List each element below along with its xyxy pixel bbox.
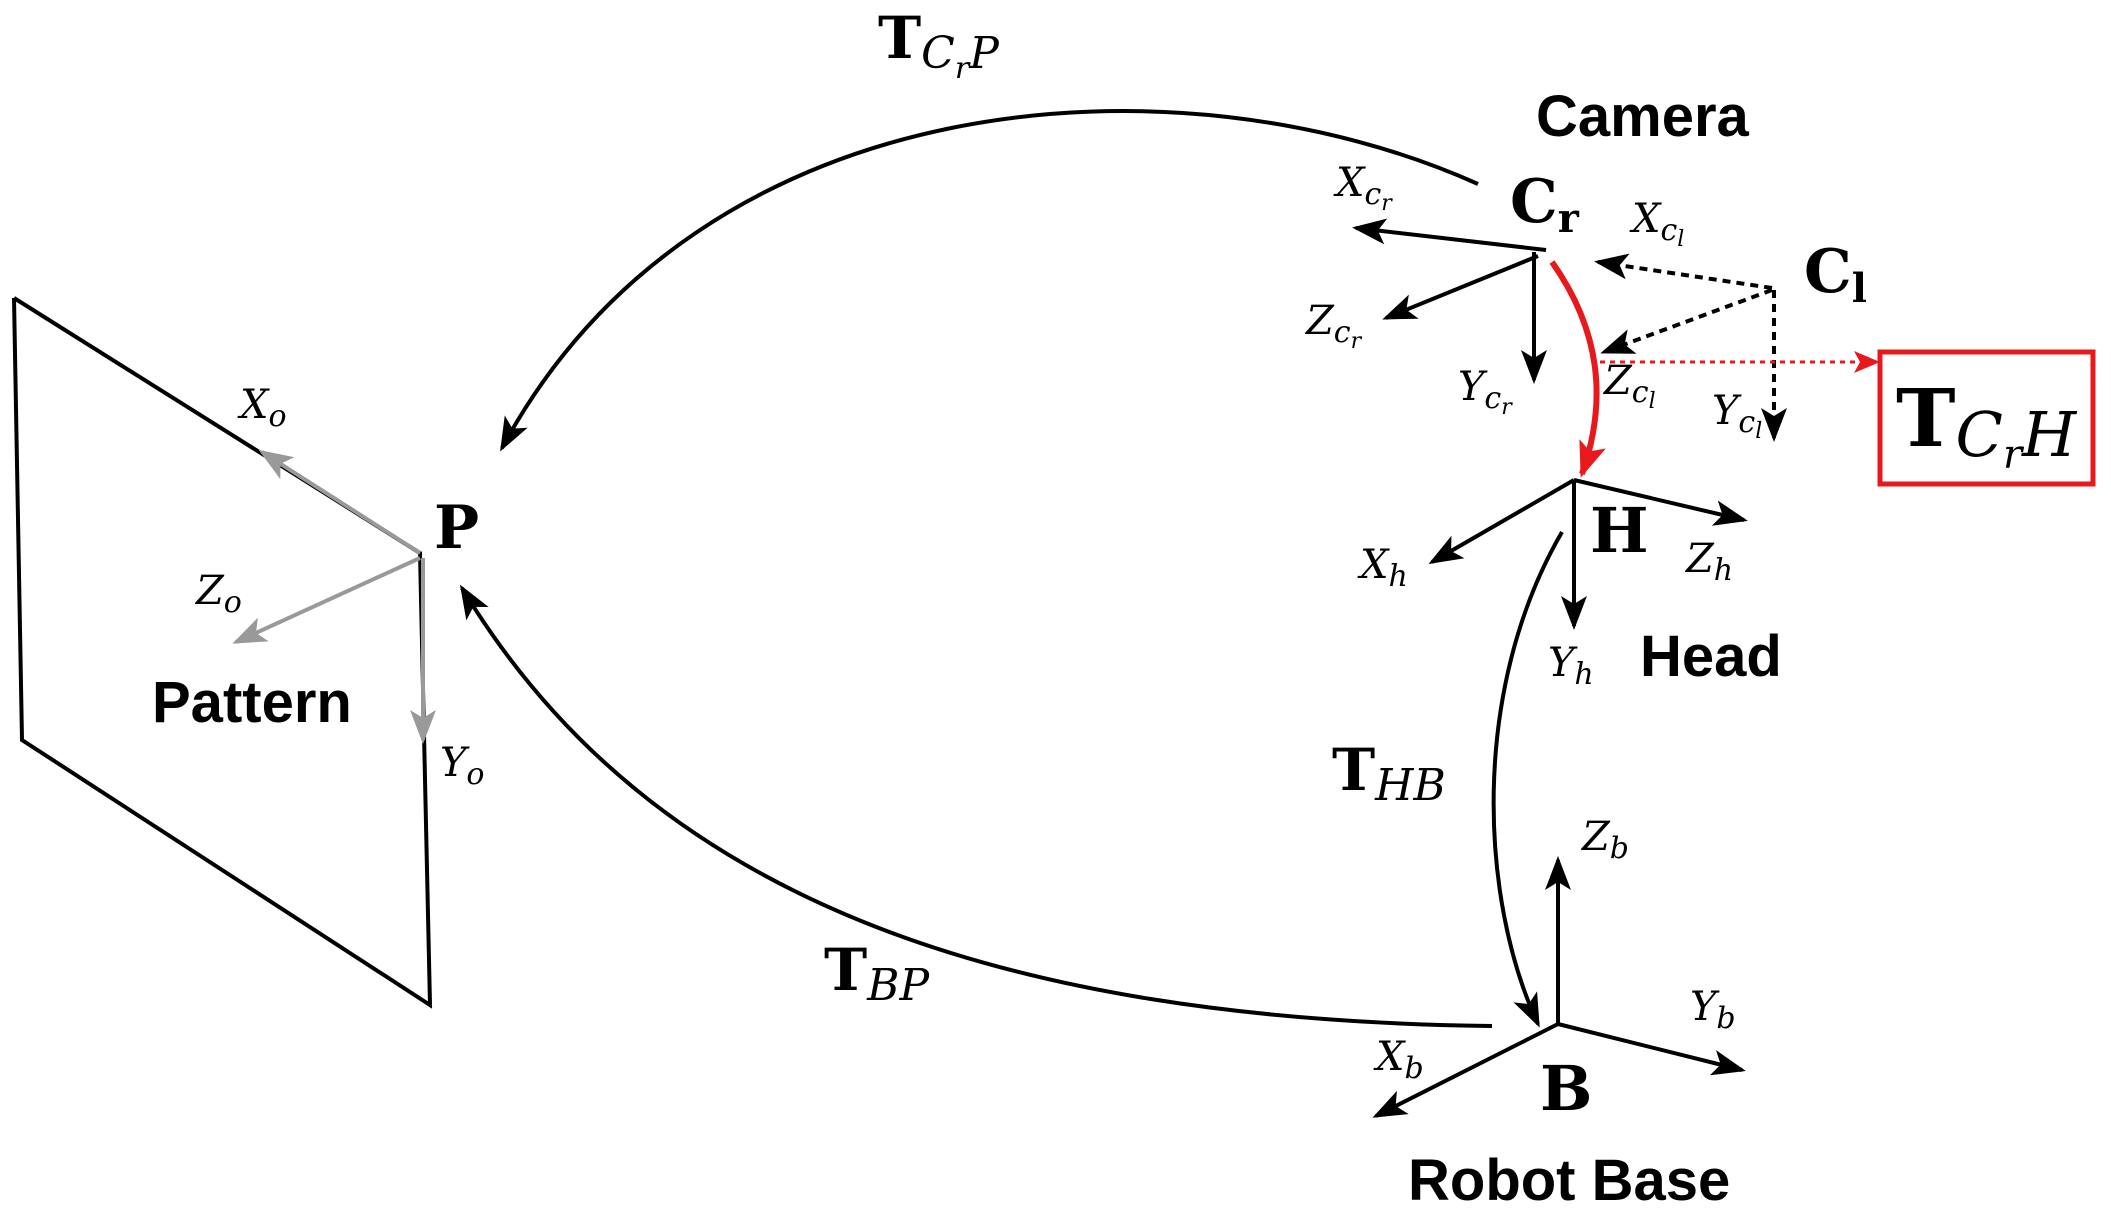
transform-camera-pattern-label: TCrP	[878, 4, 1000, 86]
transform-camera-head-label: TCrH	[1896, 371, 2078, 478]
camera-left-y-label: Ycl	[1712, 388, 1762, 444]
base-origin-label: B	[1540, 1052, 1592, 1125]
head-z-label: Zh	[1684, 536, 1733, 588]
pattern-z-label: Zo	[194, 568, 242, 620]
head-origin-label: H	[1590, 494, 1649, 567]
head-name-label: Head	[1640, 624, 1782, 689]
highlight-box	[1877, 349, 2096, 487]
camera-left-frame-axes	[1594, 253, 1787, 442]
camera-right-x-label: Xcr	[1333, 160, 1393, 216]
camera-left-x-axis	[1594, 253, 1773, 290]
base-y-axis	[1557, 1022, 1746, 1076]
base-y-label: Yb	[1690, 984, 1736, 1036]
head-frame-axes	[1428, 478, 1748, 630]
arc-head-to-base	[1491, 530, 1564, 1028]
base-x-axis	[1372, 1022, 1559, 1118]
transform-head-base-label: THB	[1332, 736, 1446, 811]
camera-left-x-label: Xcl	[1629, 196, 1684, 252]
pattern-x-axis	[258, 449, 422, 555]
camera-right-x-axis	[1352, 218, 1547, 252]
camera-left-origin-label: Cl	[1804, 237, 1867, 312]
arc-camera-to-pattern	[500, 109, 1479, 452]
camera-right-y-label: Ycr	[1458, 364, 1513, 420]
head-z-axis	[1573, 478, 1748, 526]
camera-right-origin-label: Cr	[1510, 167, 1580, 242]
pattern-name-label: Pattern	[152, 670, 352, 735]
camera-name-label: Camera	[1536, 84, 1750, 149]
camera-right-frame-axes	[1352, 218, 1547, 384]
pattern-x-label: Xo	[237, 382, 287, 434]
pattern-plane	[12, 296, 433, 1009]
head-x-label: Xh	[1357, 542, 1408, 594]
arc-camera-to-head	[1549, 260, 1606, 478]
arc-base-to-pattern	[459, 584, 1493, 1028]
base-name-label: Robot Base	[1408, 1148, 1730, 1213]
camera-left-z-axis	[1600, 288, 1773, 354]
pattern-y-label: Yo	[440, 740, 484, 792]
pattern-origin-label: P	[434, 493, 479, 563]
base-x-label: Xb	[1373, 1034, 1424, 1086]
camera-left-z-label: Zcl	[1602, 358, 1656, 414]
camera-right-z-label: Zcr	[1304, 298, 1363, 354]
transform-base-pattern-label: TBP	[824, 936, 931, 1011]
pattern-frame-axes	[232, 449, 436, 744]
head-y-label: Yh	[1548, 640, 1594, 692]
camera-right-z-axis	[1382, 254, 1539, 320]
pattern-z-axis	[232, 556, 421, 644]
base-frame-axes	[1372, 856, 1746, 1118]
base-z-label: Zb	[1580, 814, 1629, 866]
head-x-axis	[1428, 478, 1576, 565]
